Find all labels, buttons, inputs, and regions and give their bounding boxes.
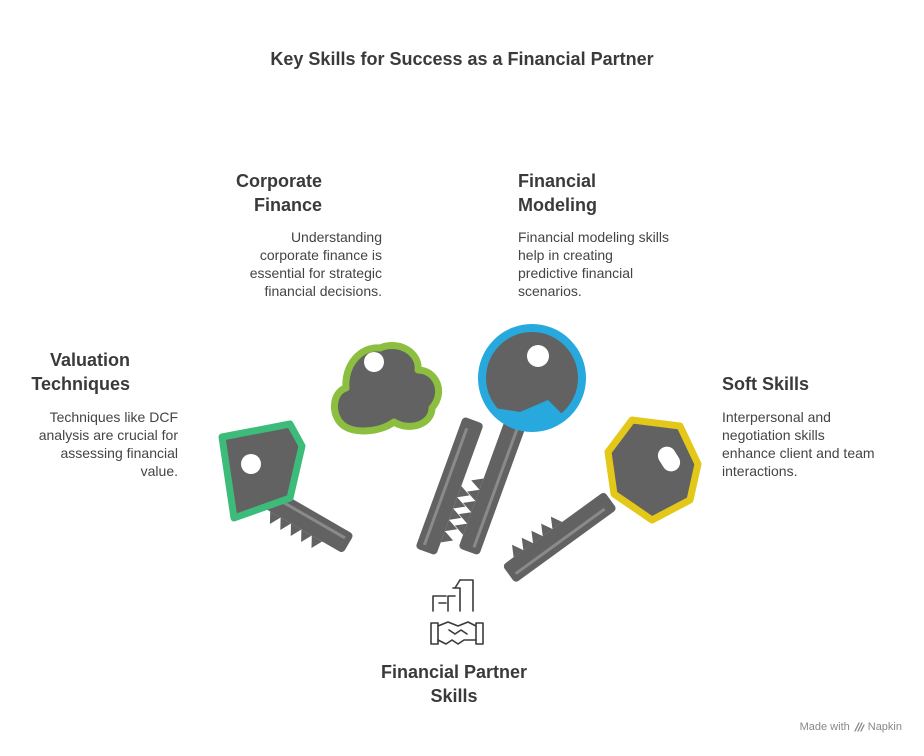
valuation-key xyxy=(218,420,353,553)
soft-skills-key xyxy=(503,416,702,582)
corporate-finance-key xyxy=(331,342,483,555)
napkin-logo-icon xyxy=(854,722,865,732)
handshake-buildings-icon xyxy=(430,579,484,645)
financial-modeling-key xyxy=(454,324,586,555)
diagram-title: Key Skills for Success as a Financial Pa… xyxy=(270,49,654,69)
made-with-text: Made with xyxy=(799,721,850,733)
napkin-brand: Napkin xyxy=(867,721,902,733)
center-label: Financial Partner Skills xyxy=(380,662,528,706)
soft-skills-description: Interpersonal and negotiation skills enh… xyxy=(722,409,875,479)
financial-modeling-description: Financial modeling skills help in creati… xyxy=(518,229,669,299)
financial-modeling-heading: Financial Modeling xyxy=(518,171,597,215)
valuation-description: Techniques like DCF analysis are crucial… xyxy=(38,409,178,479)
made-with-napkin[interactable]: Made with Napkin xyxy=(800,721,902,733)
corporate-finance-heading: Corporate Finance xyxy=(235,171,322,215)
corporate-finance-description: Understanding corporate finance is essen… xyxy=(249,229,382,299)
soft-skills-heading: Soft Skills xyxy=(722,374,810,394)
valuation-heading: Valuation Techniques xyxy=(31,350,130,394)
